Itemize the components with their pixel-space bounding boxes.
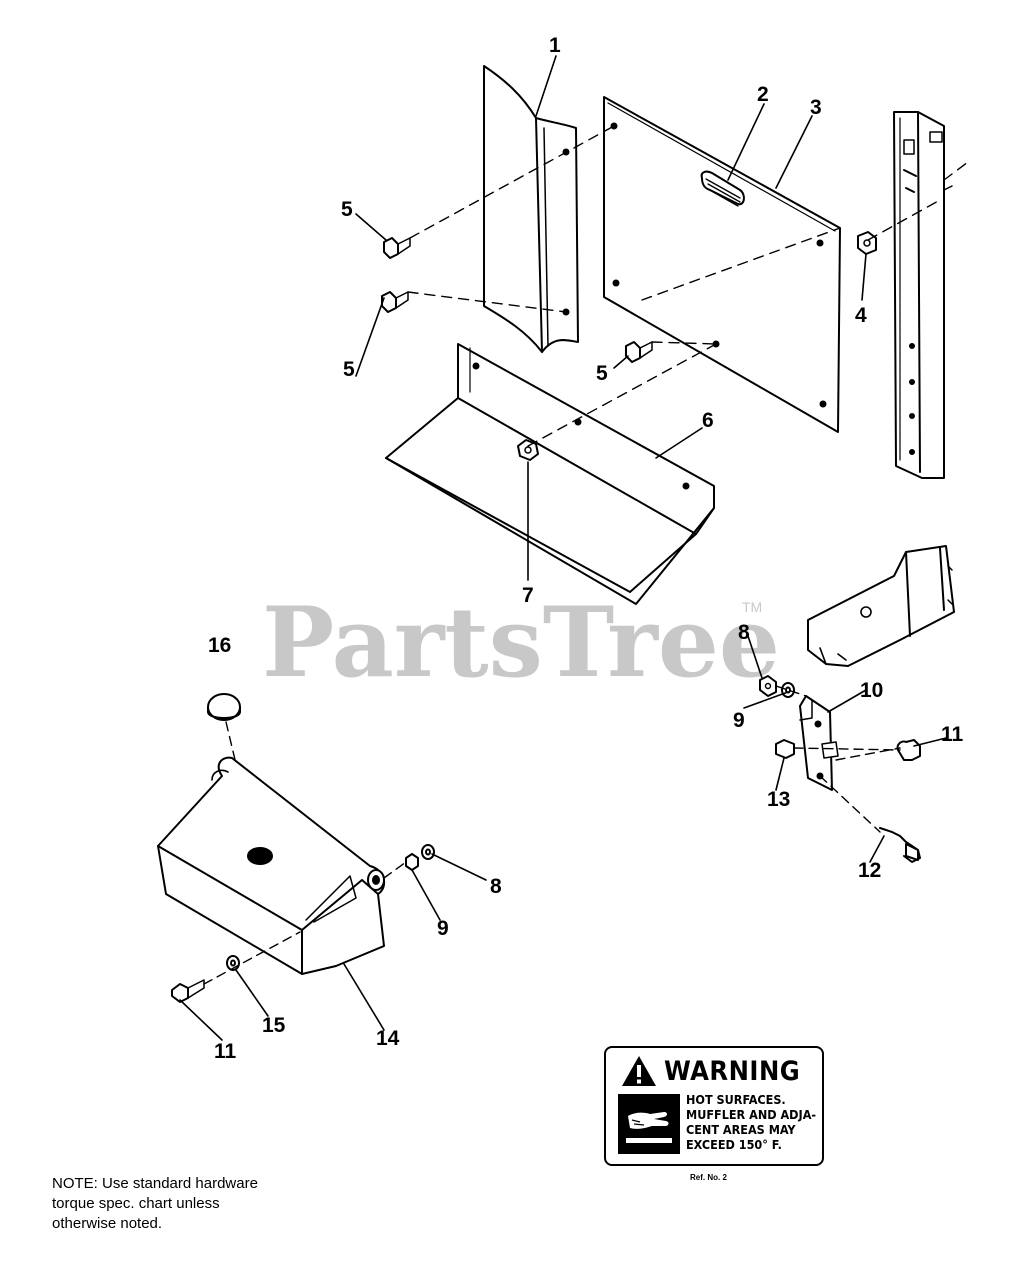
warning-decal: WARNING HOT SURFACES. MUFFLER AND ADJA- …	[604, 1046, 824, 1166]
callout-15: 15	[262, 1014, 286, 1037]
callout-11-right: 11	[941, 723, 964, 746]
warning-line: EXCEED 150° F.	[686, 1137, 782, 1152]
callout-5-middle: 5	[596, 362, 608, 385]
note-line: otherwise noted.	[52, 1215, 163, 1232]
callout-4: 4	[855, 304, 867, 327]
callout-2: 2	[757, 83, 769, 106]
warning-line: CENT AREAS MAY	[686, 1122, 796, 1137]
note-line: NOTE: Use standard hardware	[52, 1175, 258, 1192]
reference-number: Ref. No. 2	[690, 1173, 727, 1182]
part-16-cap	[207, 693, 241, 721]
callout-6: 6	[702, 409, 714, 432]
callout-13: 13	[767, 788, 790, 811]
part-2-vent-grille	[700, 170, 745, 207]
part-14-muffler	[157, 756, 386, 975]
callout-14: 14	[376, 1027, 400, 1050]
part-12-bolt	[879, 827, 921, 863]
part-5-bolt-lower	[381, 291, 409, 313]
part-10-bracket-plate	[799, 695, 839, 791]
part-5-bolt-middle	[625, 341, 653, 363]
warning-line: HOT SURFACES.	[686, 1092, 786, 1107]
callout-16: 16	[208, 634, 231, 657]
part-8-nut-left	[421, 844, 435, 860]
watermark-tm: TM	[742, 599, 762, 615]
note-line: torque spec. chart unless	[52, 1195, 220, 1212]
callout-10: 10	[860, 679, 883, 702]
frame-rail	[893, 111, 953, 479]
warning-line: MUFFLER AND ADJA-	[686, 1107, 817, 1122]
part-6-deflector	[385, 343, 715, 605]
callout-11-left: 11	[214, 1040, 237, 1063]
callout-9-right: 9	[733, 709, 745, 732]
part-3-panel	[603, 96, 841, 433]
warning-triangle-icon	[622, 1056, 656, 1086]
assembly-lines-left	[203, 861, 407, 985]
part-11-bolt-right	[896, 739, 921, 761]
callout-9-left: 9	[437, 917, 449, 940]
callout-8-right: 8	[738, 621, 750, 644]
part-11-bolt-left	[171, 979, 205, 1003]
callout-leaders	[179, 55, 947, 1041]
callout-5-lower: 5	[343, 358, 355, 381]
callout-1: 1	[549, 34, 561, 57]
part-5-bolt-upper	[383, 237, 411, 259]
hot-surface-hand-icon	[618, 1094, 680, 1154]
part-9-washer-right	[781, 682, 795, 698]
warning-text: HOT SURFACES. MUFFLER AND ADJA- CENT ARE…	[686, 1092, 816, 1152]
warning-title: WARNING	[664, 1055, 801, 1087]
part-9-washer-left	[405, 853, 419, 871]
assembly-lines-upper	[407, 125, 969, 447]
assembly-lines-right	[775, 685, 901, 833]
part-7-nut	[517, 439, 539, 461]
mounting-bracket	[807, 545, 955, 667]
part-8-nut-right	[759, 675, 777, 697]
callout-numbers: 1 2 3 4 5 5 5 6 7 8 8 9 9 10 11 11 12 13…	[208, 34, 964, 1063]
part-13-spacer	[775, 739, 795, 759]
callout-3: 3	[810, 96, 822, 119]
callout-7: 7	[522, 584, 534, 607]
part-4-nut	[857, 231, 877, 255]
callout-8-left: 8	[490, 875, 502, 898]
part-1-heat-shield	[483, 65, 579, 353]
hardware-note: NOTE: Use standard hardware torque spec.…	[52, 1174, 352, 1234]
callout-5-upper: 5	[341, 198, 353, 221]
watermark-text: PartsTree	[262, 586, 780, 699]
callout-12: 12	[858, 859, 881, 882]
